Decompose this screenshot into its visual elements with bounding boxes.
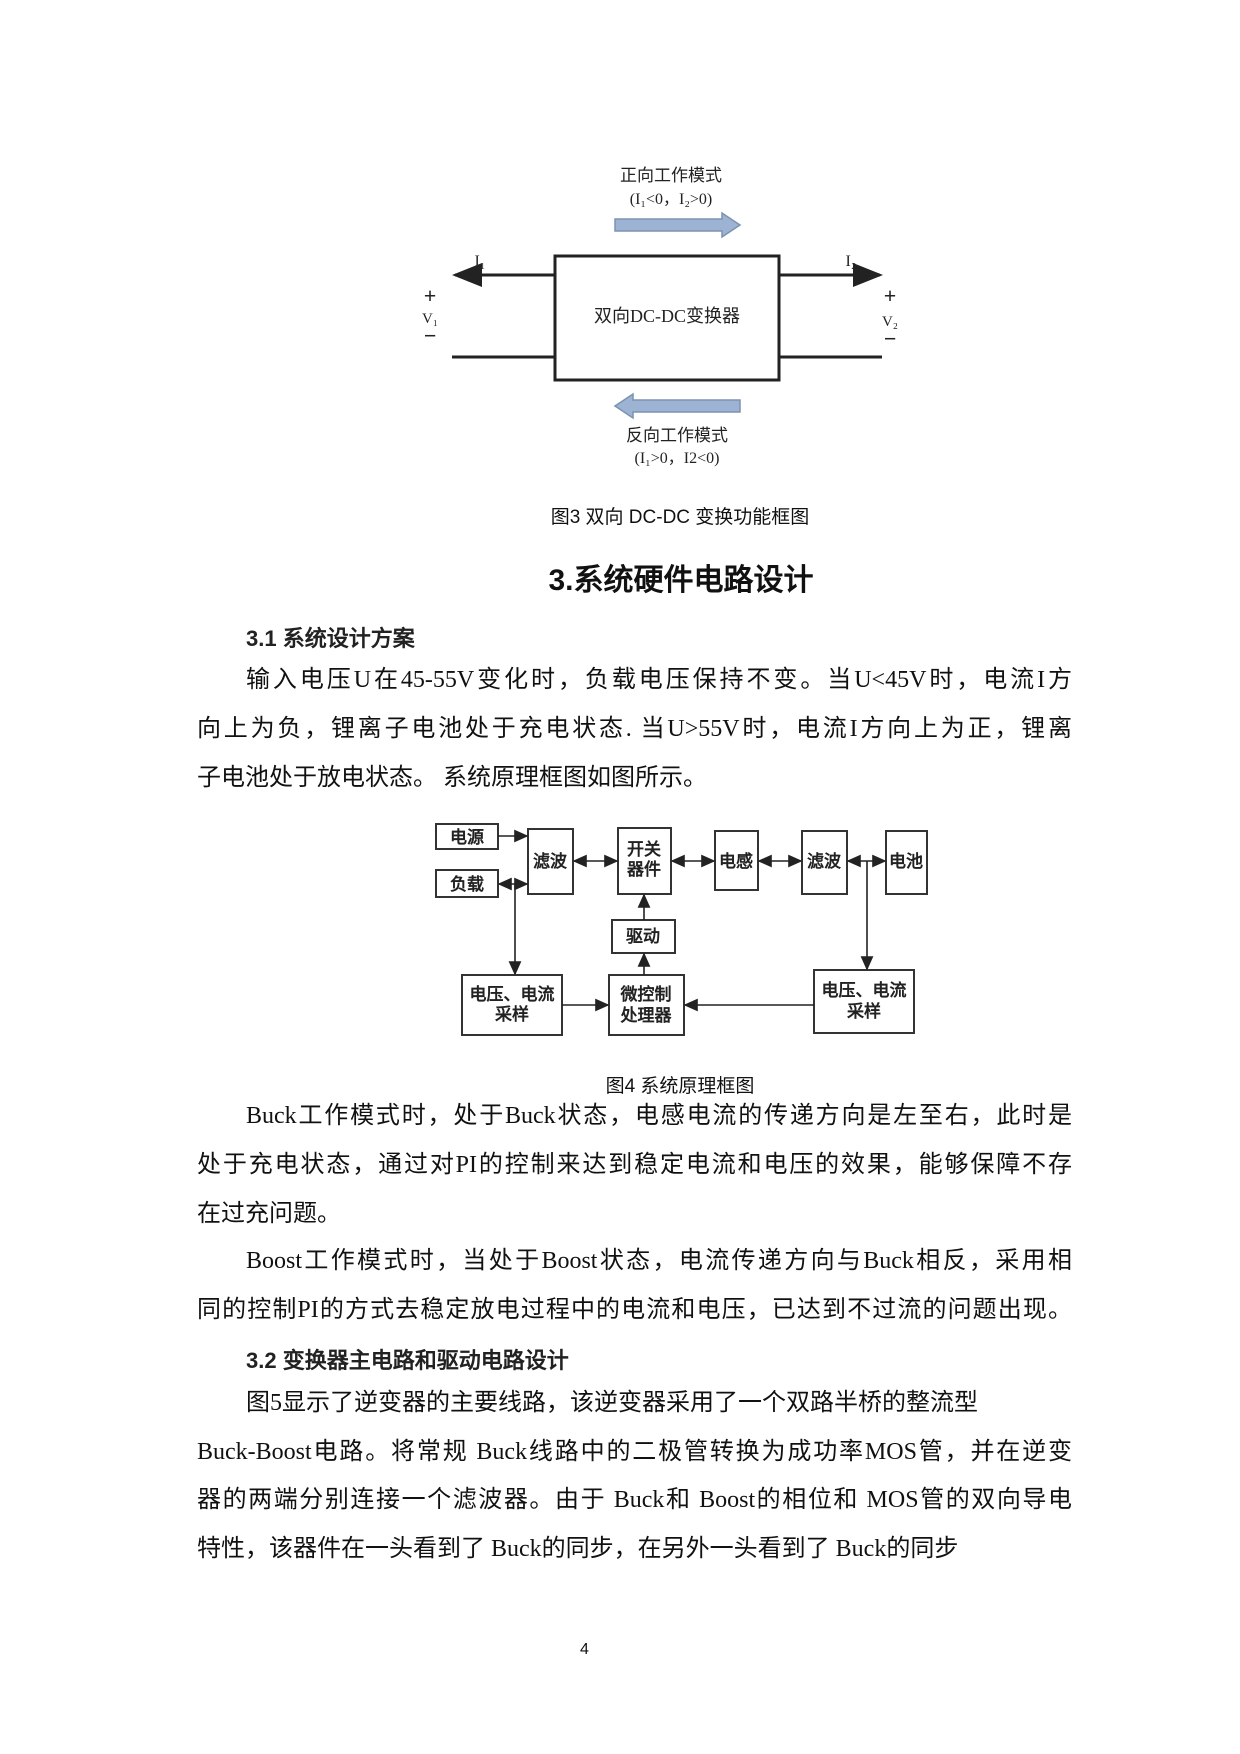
paragraph-line: Buck工作模式时，处于Buck状态，电感电流的传递方向是左至右，此时是 [246, 1103, 1072, 1129]
load-block [435, 869, 499, 898]
reverse-condition-label: (I₁>0，I2<0) [635, 450, 720, 467]
i2-label: I₂ [846, 253, 857, 270]
paragraph-line: 图5显示了逆变器的主要线路，该逆变器采用了一个双路半桥的整流型 [246, 1390, 978, 1416]
inductor-label: 电感 [719, 851, 753, 871]
switch-block [617, 827, 672, 895]
paragraph-line: 向上为负，锂离子电池处于充电状态. 当U>55V时，电流I方向上为正，锂离 [197, 716, 1072, 742]
figure-4-caption: 图4 系统原理框图 [605, 1076, 755, 1097]
figure-3-caption: 图3 双向 DC-DC 变换功能框图 [550, 507, 810, 528]
figure-3-diagram: 正向工作模式 (I₁<0，I₂>0) I₁ I₂ 双向DC-DC变换器 + V₁… [422, 166, 898, 467]
driver-label: 驱动 [626, 927, 660, 946]
battery-block [885, 830, 928, 895]
mcu-label-1: 微控制 [620, 984, 672, 1004]
paragraph-line: Boost工作模式时，当处于Boost状态，电流传递方向与Buck相反，采用相 [246, 1248, 1072, 1274]
converter-label: 双向DC-DC变换器 [594, 306, 740, 326]
reverse-mode-label: 反向工作模式 [626, 426, 728, 445]
switch-label-2: 器件 [626, 859, 661, 879]
sampling-left-label-2: 采样 [494, 1004, 529, 1024]
v1-minus: − [424, 323, 437, 348]
mcu-block [608, 974, 685, 1036]
reverse-arrow-icon [613, 392, 741, 420]
forward-mode-label: 正向工作模式 [620, 166, 722, 185]
paragraph-line: 子电池处于放电状态。 系统原理框图如图所示。 [197, 765, 707, 791]
subsection-3-1-title: 3.1 系统设计方案 [246, 626, 415, 651]
sampling-right-label-1: 电压、电流 [822, 980, 907, 1000]
paragraph-line: 特性，该器件在一头看到了 Buck的同步，在另外一头看到了 Buck的同步 [197, 1536, 959, 1562]
paragraph-line: 输入电压U在45-55V变化时，负载电压保持不变。当U<45V时，电流I方 [246, 667, 1072, 693]
switch-label-1: 开关 [627, 839, 661, 859]
subsection-3-2-title: 3.2 变换器主电路和驱动电路设计 [246, 1348, 569, 1373]
paragraph-line: 器的两端分别连接一个滤波器。由于 Buck和 Boost的相位和 MOS管的双向… [197, 1487, 1072, 1513]
power-label: 电源 [450, 827, 484, 847]
sampling-left-label-1: 电压、电流 [470, 984, 555, 1004]
section-title: 3.系统硬件电路设计 [548, 564, 814, 597]
v2-label: V₂ [882, 314, 898, 330]
figure-4-diagram: 电源 负载 滤波 开关 器件 电感 滤波 电池 驱动 电压、电流 采样 微控制 … [435, 823, 928, 1036]
paragraph-line: Buck-Boost电路。将常规 Buck线路中的二极管转换为成功率MOS管，并… [197, 1439, 1072, 1465]
power-block [435, 823, 499, 850]
filter2-label: 滤波 [807, 851, 842, 871]
sampling-right-label-2: 采样 [846, 1001, 881, 1021]
converter-box [553, 254, 781, 382]
paragraph-line: 同的控制PI的方式去稳定放电过程中的电流和电压，已达到不过流的问题出现。 [197, 1297, 1072, 1323]
page-number: 4 [580, 1641, 589, 1658]
mcu-label-2: 处理器 [620, 1005, 673, 1025]
paragraph-line: 处于充电状态，通过对PI的控制来达到稳定电流和电压的效果，能够保障不存 [197, 1152, 1072, 1178]
v1-label: V₁ [422, 311, 438, 327]
forward-condition-label: (I₁<0，I₂>0) [630, 191, 713, 208]
load-label: 负载 [450, 874, 484, 894]
battery-label: 电池 [889, 851, 923, 871]
i1-label: I₁ [475, 253, 486, 270]
v2-minus: − [884, 326, 897, 351]
v2-plus: + [884, 283, 897, 308]
filter1-label: 滤波 [533, 851, 568, 871]
forward-arrow-icon [614, 211, 742, 239]
paragraph-line: 在过充问题。 [197, 1201, 341, 1227]
filter1-block [527, 828, 574, 895]
v1-plus: + [424, 283, 437, 308]
